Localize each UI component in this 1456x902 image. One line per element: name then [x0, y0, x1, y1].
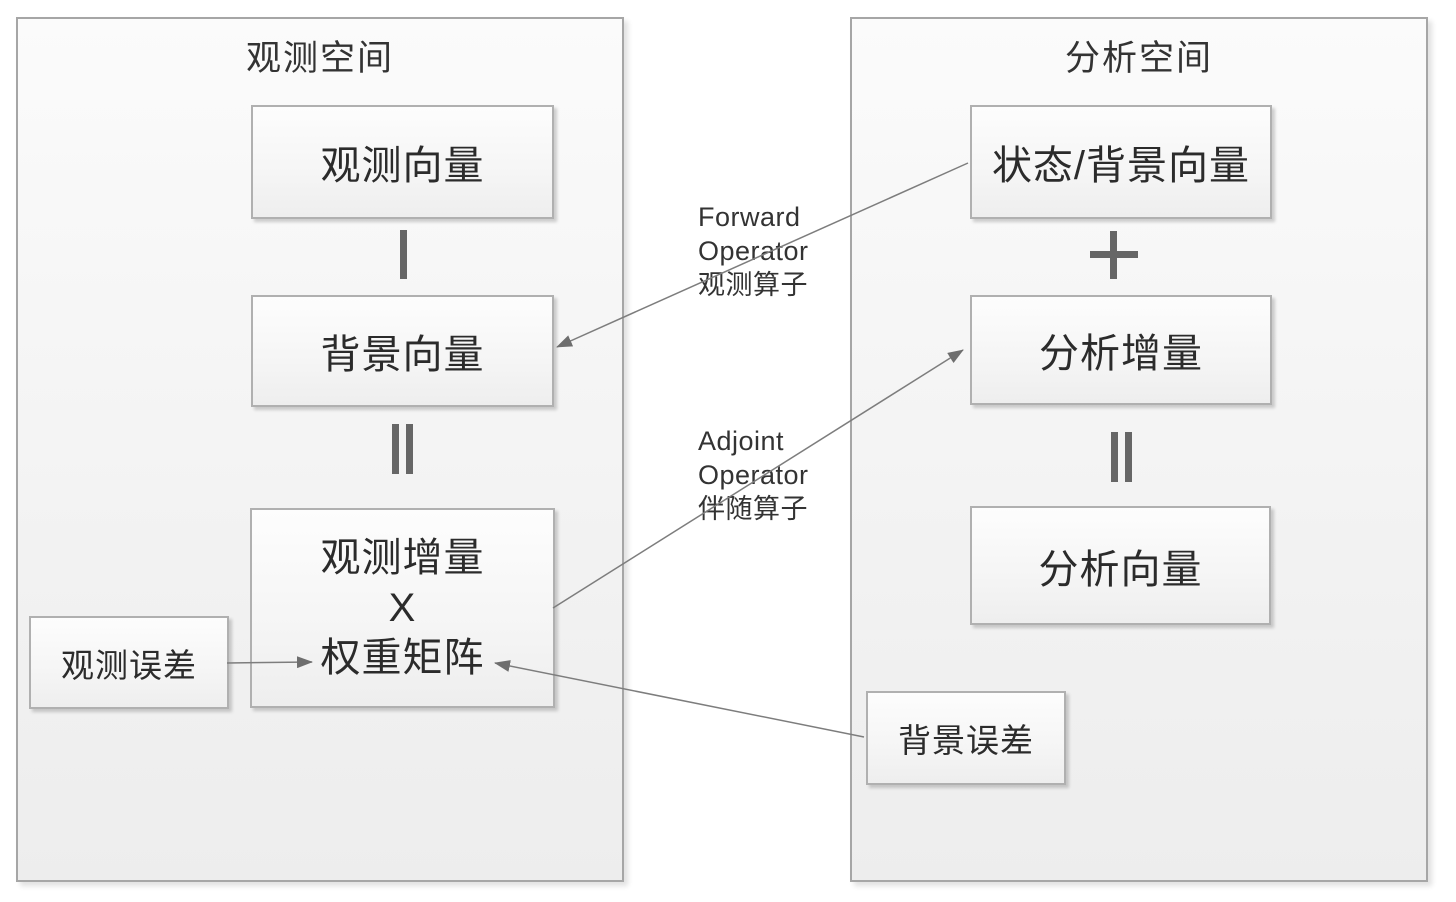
- observation-increment-weight-matrix-box: 观测增量 X 权重矩阵: [250, 508, 555, 708]
- observation-vector-label: 观测向量: [320, 144, 485, 188]
- forward-operator-line1: Forward: [698, 202, 801, 232]
- forward-operator-line3: 观测算子: [698, 270, 808, 300]
- observation-increment-label: 观测增量: [320, 536, 485, 580]
- plus-vertical-bar-icon: [1110, 231, 1117, 279]
- analysis-vector-box: 分析向量: [970, 506, 1271, 625]
- observation-space-title: 观测空间: [245, 39, 394, 78]
- adjoint-operator-line2: Operator: [698, 460, 809, 490]
- state-background-vector-box: 状态/背景向量: [970, 105, 1272, 219]
- analysis-increment-box: 分析增量: [970, 295, 1272, 405]
- adjoint-operator-line3: 伴随算子: [698, 494, 808, 524]
- plus-operator-icon: [1090, 231, 1138, 279]
- analysis-space-title: 分析空间: [1064, 39, 1213, 78]
- vertical-equals-operator-icon: [1111, 432, 1132, 482]
- equals-bar-icon: [392, 424, 399, 474]
- adjoint-operator-line1: Adjoint: [698, 426, 785, 456]
- forward-operator-line2: Operator: [698, 236, 809, 266]
- observation-vector-box: 观测向量: [251, 105, 554, 219]
- observation-error-box: 观测误差: [29, 616, 229, 709]
- equals-bar-icon: [1125, 432, 1132, 482]
- forward-operator-label: Forward Operator 观测算子: [698, 200, 809, 302]
- analysis-space-panel: 分析空间 状态/背景向量 分析增量 分析向量 背景误差: [850, 17, 1428, 882]
- background-vector-label: 背景向量: [320, 333, 485, 377]
- observation-error-label: 观测误差: [61, 646, 197, 684]
- state-background-vector-label: 状态/背景向量: [991, 144, 1251, 188]
- analysis-increment-label: 分析增量: [1039, 332, 1203, 376]
- vertical-bar-operator-icon: [400, 230, 407, 279]
- multiply-label: X: [388, 586, 417, 630]
- background-vector-box: 背景向量: [251, 295, 554, 407]
- background-error-box: 背景误差: [866, 691, 1066, 785]
- analysis-vector-label: 分析向量: [1038, 547, 1203, 592]
- observation-space-panel: 观测空间 观测向量 背景向量 观测增量 X 权重矩阵 观测误差: [16, 17, 624, 882]
- adjoint-operator-label: Adjoint Operator 伴随算子: [698, 424, 809, 526]
- background-error-label: 背景误差: [898, 722, 1034, 759]
- weight-matrix-label: 权重矩阵: [320, 636, 485, 680]
- vertical-equals-operator-icon: [392, 424, 413, 474]
- equals-bar-icon: [406, 424, 413, 474]
- equals-bar-icon: [1111, 432, 1118, 482]
